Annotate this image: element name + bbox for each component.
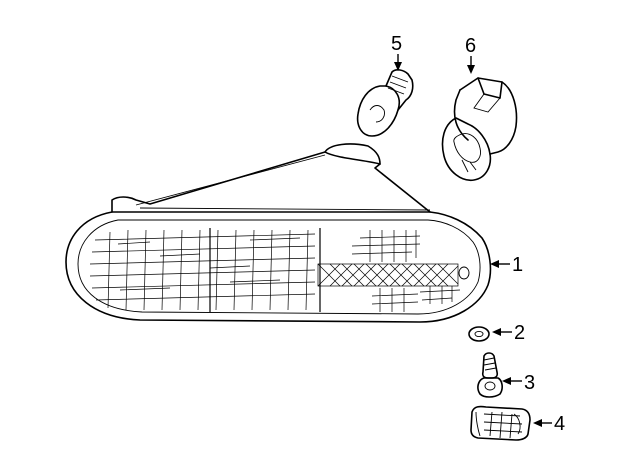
callout-2: 2: [514, 322, 525, 344]
washer[interactable]: [468, 326, 490, 342]
callout-6: 6: [465, 35, 476, 57]
callout-1: 1: [512, 254, 523, 276]
lamp-housing[interactable]: [65, 143, 492, 323]
callout-3: 3: [524, 372, 535, 394]
leader-4: [533, 419, 552, 427]
bulb[interactable]: [356, 69, 414, 137]
nut-retainer[interactable]: [470, 405, 531, 441]
socket[interactable]: [441, 77, 518, 181]
leader-5: [394, 54, 402, 71]
leader-3: [502, 377, 522, 385]
leader-1: [490, 260, 510, 268]
callout-5: 5: [391, 33, 402, 55]
leader-2: [492, 328, 512, 336]
callout-4: 4: [554, 413, 565, 435]
leader-6: [467, 56, 475, 74]
screw[interactable]: [477, 352, 503, 398]
